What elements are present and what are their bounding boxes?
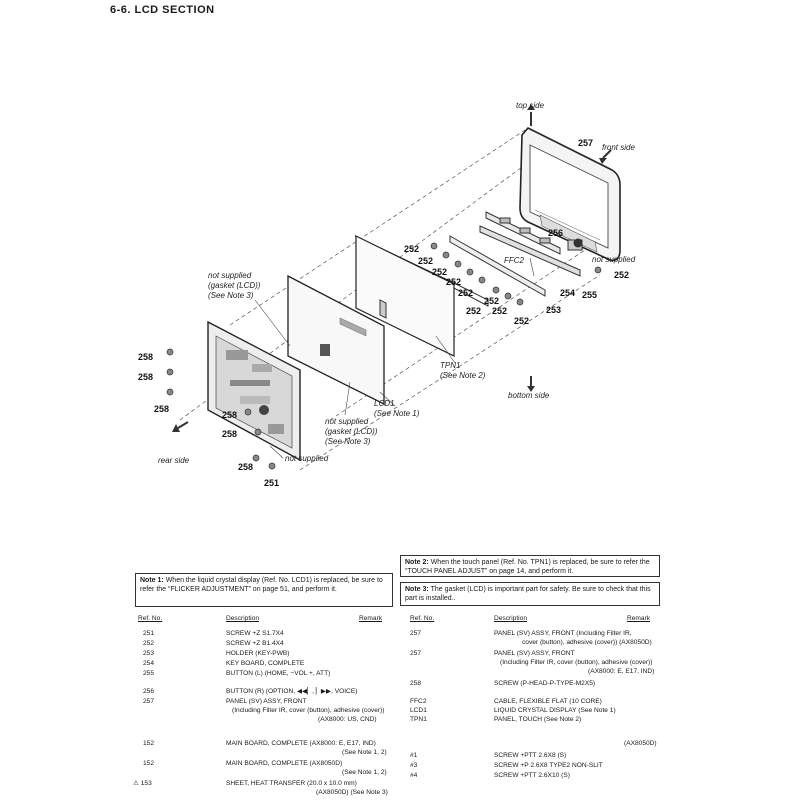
label-not-supplied-1: not supplied — [208, 271, 252, 280]
label-lcd1-note: (See Note 1) — [374, 409, 420, 418]
part-252-a: 252 — [404, 244, 419, 254]
note-2-label: Note 2: — [405, 559, 429, 566]
row-continuation: (Including Filter IR, cover (button), ad… — [500, 659, 653, 666]
part-253: 253 — [546, 305, 561, 315]
row-continuation: (AX8050D) — [624, 740, 657, 747]
row-continuation: (AX8000: US, CND) — [318, 716, 377, 723]
part-255: 255 — [582, 290, 597, 300]
note-2-box: Note 2: When the touch panel (Ref. No. T… — [400, 555, 660, 577]
note-1-text: When the liquid crystal display (Ref. No… — [140, 577, 383, 593]
screws-258 — [166, 348, 276, 470]
label-gasket-1: (gasket (LCD)) — [208, 281, 261, 290]
front-panel-257 — [519, 127, 621, 262]
part-258-e: 258 — [222, 429, 237, 439]
row-continuation: (See Note 1, 2) — [342, 769, 387, 776]
part-252-e: 252 — [458, 288, 473, 298]
header-ref-right: Ref. No. — [410, 615, 435, 622]
holder-253 — [449, 235, 546, 297]
part-251: 251 — [264, 478, 279, 488]
note-3-box: Note 3: The gasket (LCD) is important pa… — [400, 582, 660, 606]
part-252-b: 252 — [418, 256, 433, 266]
row-continuation: (See Note 1, 2) — [342, 749, 387, 756]
part-252-f: 252 — [484, 296, 499, 306]
label-ffc2: FFC2 — [504, 256, 525, 265]
note-3-label: Note 3: — [405, 586, 429, 593]
header-remark-right: Remark — [627, 615, 651, 622]
part-252-g: 252 — [466, 306, 481, 316]
label-tpn1-note: (See Note 2) — [440, 371, 486, 380]
part-258-a: 258 — [138, 352, 153, 362]
label-top-side: top side — [516, 101, 545, 110]
label-not-supplied-4: not supplied — [592, 255, 636, 264]
label-rear-side: rear side — [158, 456, 190, 465]
row-continuation: (AX8000: E, E17, IND) — [588, 668, 655, 675]
part-252-c: 252 — [432, 267, 447, 277]
header-desc-right: Description — [494, 615, 527, 622]
label-see-note3-2: (See Note 3) — [325, 437, 371, 446]
screws-252 — [430, 242, 602, 306]
part-258-c: 258 — [154, 404, 169, 414]
header-ref: Ref. No. — [138, 615, 163, 622]
part-252-d: 252 — [446, 277, 461, 287]
header-remark: Remark — [359, 615, 383, 622]
label-lcd1: LCD1 — [374, 399, 394, 408]
part-257: 257 — [578, 138, 593, 148]
part-252-h: 252 — [492, 306, 507, 316]
note-1-box: Note 1: When the liquid crystal display … — [135, 573, 393, 607]
part-256: 256 — [548, 228, 563, 238]
header-desc: Description — [226, 615, 259, 622]
part-258-b: 258 — [138, 372, 153, 382]
note-1-label: Note 1: — [140, 577, 164, 584]
chassis-rear — [207, 320, 301, 462]
part-258-d: 258 — [222, 410, 237, 420]
row-continuation: (Including Filter IR, cover (button), ad… — [232, 707, 385, 714]
lcd1-panel — [287, 274, 385, 406]
label-not-supplied-3: not supplied — [285, 454, 329, 463]
touch-panel-tpn1 — [354, 235, 489, 357]
section-title: 6-6. LCD SECTION — [110, 4, 215, 16]
label-front-side: front side — [602, 143, 635, 152]
label-not-supplied-2: not supplied — [325, 417, 369, 426]
label-gasket-2: (gasket (LCD)) — [325, 427, 378, 436]
note-3-text: The gasket (LCD) is important part for s… — [405, 586, 651, 602]
row-continuation: cover (button), adhesive (cover)) (AX805… — [522, 639, 652, 646]
label-tpn1: TPN1 — [440, 361, 460, 370]
button-strip-256 — [485, 211, 561, 255]
key-board-254 — [479, 225, 583, 277]
label-bottom-side: bottom side — [508, 391, 550, 400]
exploded-diagram: top side front side bottom side rear sid… — [138, 101, 636, 488]
note-2-text: When the touch panel (Ref. No. TPN1) is … — [405, 559, 650, 575]
part-252-j: 252 — [614, 270, 629, 280]
row-continuation: (AX8050D) (See Note 3) — [316, 789, 388, 796]
part-258-f: 258 — [238, 462, 253, 472]
part-252-i: 252 — [514, 316, 529, 326]
label-see-note3-1: (See Note 3) — [208, 291, 254, 300]
part-254: 254 — [560, 288, 575, 298]
